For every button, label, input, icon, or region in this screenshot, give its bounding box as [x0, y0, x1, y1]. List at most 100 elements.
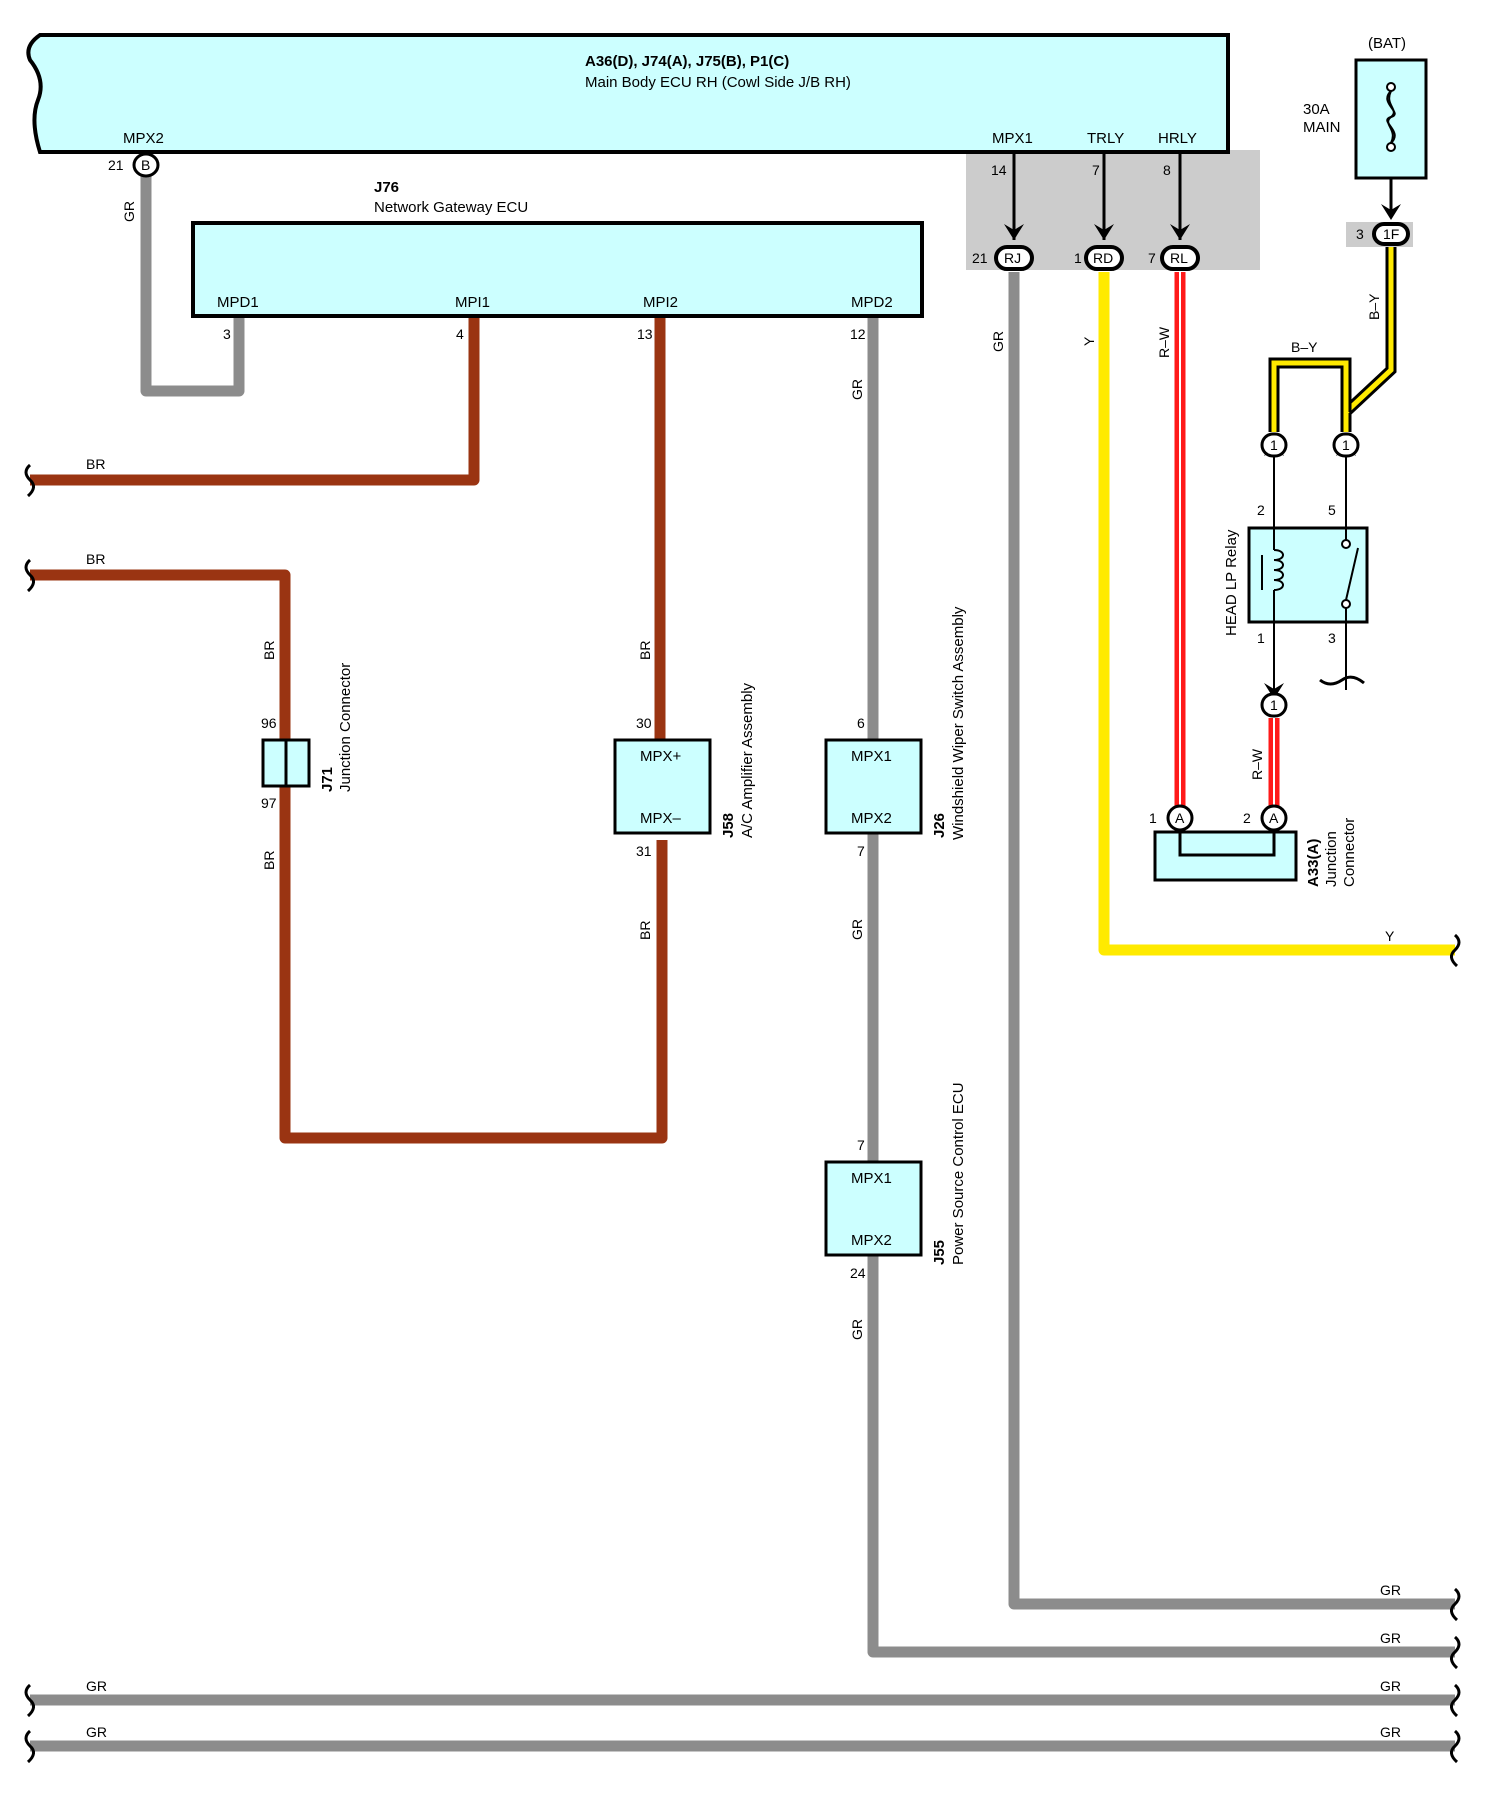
j55-name: Power Source Control ECU	[950, 1082, 967, 1265]
j58-pin-31: 31	[636, 843, 652, 859]
wire-labels: GR BR BR BR BR BR BR GR GR GR GR Y R–W R…	[86, 201, 1401, 1740]
svg-text:A: A	[1175, 810, 1185, 826]
svg-text:1: 1	[1074, 250, 1082, 266]
relay-switch-icon	[1341, 528, 1359, 622]
svg-text:RD: RD	[1093, 250, 1113, 266]
j55-pin-mpx1: MPX1	[851, 1170, 892, 1187]
gateway-pin-mpd2: MPD2	[851, 294, 893, 311]
main-ecu-name: Main Body ECU RH (Cowl Side J/B RH)	[585, 74, 851, 91]
a33-conn-2: A 2	[1243, 804, 1288, 832]
pin-num-14: 14	[991, 162, 1007, 178]
j55-pin-mpx2: MPX2	[851, 1232, 892, 1249]
wire-gr-rj	[1008, 272, 1455, 1610]
svg-text:GR: GR	[1380, 1582, 1401, 1598]
svg-text:R–W: R–W	[1249, 748, 1265, 780]
svg-text:GR: GR	[121, 201, 137, 222]
j58-pin-30: 30	[636, 715, 652, 731]
main-ecu-pin-lines	[1012, 152, 1393, 240]
j58-pin-mpx-minus: MPX–	[640, 810, 682, 827]
svg-text:BR: BR	[261, 641, 277, 660]
a33-code: A33(A)	[1305, 839, 1322, 887]
relay-conn-bottom: 1	[1260, 692, 1288, 718]
svg-text:GR: GR	[990, 331, 1006, 352]
svg-text:1F: 1F	[1383, 226, 1399, 242]
j26-pin-mpx1: MPX1	[851, 748, 892, 765]
svg-text:B: B	[141, 157, 150, 173]
svg-text:RJ: RJ	[1004, 250, 1021, 266]
svg-text:B–Y: B–Y	[1366, 293, 1382, 320]
svg-text:1: 1	[1149, 810, 1157, 826]
wire-br-mpi1	[30, 318, 480, 486]
svg-text:GR: GR	[1380, 1724, 1401, 1740]
j26-pin-7: 7	[857, 843, 865, 859]
j26-name: Windshield Wiper Switch Assembly	[950, 606, 967, 840]
arrow-rl	[1170, 224, 1190, 240]
gr-wires	[30, 168, 1455, 1752]
gateway-pin-mpi2: MPI2	[643, 294, 678, 311]
fuse-name: MAIN	[1303, 119, 1341, 136]
wire-ends	[24, 463, 1461, 1764]
j58-name: A/C Amplifier Assembly	[739, 682, 756, 838]
j55-pin-24: 24	[850, 1265, 866, 1281]
br-wires	[30, 318, 668, 1144]
relay-coil-icon	[1261, 528, 1284, 622]
relay-name: HEAD LP Relay	[1223, 529, 1240, 636]
j55-pin-7: 7	[857, 1137, 865, 1153]
svg-text:1: 1	[1270, 697, 1278, 713]
relay-conn-left: 1	[1260, 432, 1288, 458]
conn-1f: 1F 3	[1356, 222, 1410, 246]
bat-label: (BAT)	[1368, 35, 1406, 52]
main-ecu-pin-mpx2: MPX2	[123, 130, 164, 147]
svg-text:BR: BR	[86, 551, 105, 567]
j58-pin-mpx-plus: MPX+	[640, 748, 682, 765]
relay-pin-2: 2	[1257, 502, 1265, 518]
arrow-rd	[1094, 224, 1114, 240]
conn-rd: RD 1	[1074, 245, 1124, 271]
gateway-pin-num-13: 13	[637, 326, 653, 342]
svg-text:1: 1	[1342, 437, 1350, 453]
j71-pin-97: 97	[261, 795, 277, 811]
wire-end-right-gr1	[1450, 1587, 1461, 1622]
rw-wires	[1174, 272, 1280, 808]
pin-num-21-b: 21	[108, 157, 124, 173]
a33-name-1: Junction	[1323, 831, 1340, 887]
wire-br-j71-loop	[30, 569, 668, 1144]
svg-text:GR: GR	[849, 379, 865, 400]
j71-name: Junction Connector	[337, 663, 354, 792]
svg-text:2: 2	[1243, 810, 1251, 826]
conn-b: B	[132, 152, 160, 178]
wire-end-right-gr2	[1450, 1635, 1461, 1670]
pin-num-7: 7	[1092, 162, 1100, 178]
main-ecu-pin-mpx1: MPX1	[992, 130, 1033, 147]
wire-end-left-br2	[24, 558, 35, 593]
j71-pin-96: 96	[261, 715, 277, 731]
relay-lines	[1273, 456, 1347, 694]
wire-end-left-gr2	[24, 1729, 35, 1764]
j55-box	[824, 1160, 923, 1257]
by-wires	[1268, 247, 1397, 432]
svg-text:1: 1	[1270, 437, 1278, 453]
wire-end-right-gr3	[1450, 1683, 1461, 1718]
wire-gr-mpd2-j26-j55	[867, 318, 1455, 1658]
gateway-pin-mpd1: MPD1	[217, 294, 259, 311]
j26-pin-6: 6	[857, 715, 865, 731]
svg-text:GR: GR	[86, 1678, 107, 1694]
j55-code: J55	[931, 1240, 948, 1265]
fuse-icon	[1386, 82, 1396, 152]
svg-text:BR: BR	[86, 456, 105, 472]
main-ecu-code: A36(D), J74(A), J75(B), P1(C)	[585, 53, 789, 70]
fuse-amp: 30A	[1303, 101, 1330, 118]
gateway-pin-num-3: 3	[223, 326, 231, 342]
wire-end-right-gr4	[1450, 1729, 1461, 1764]
relay-pin-3: 3	[1328, 630, 1336, 646]
svg-text:21: 21	[972, 250, 988, 266]
wire-y-rd	[1098, 272, 1455, 956]
relay-pin-5: 5	[1328, 502, 1336, 518]
svg-text:BR: BR	[637, 641, 653, 660]
svg-text:BR: BR	[637, 921, 653, 940]
j58-box	[613, 738, 712, 835]
relay-pin-1: 1	[1257, 630, 1265, 646]
gateway-pin-num-4: 4	[456, 326, 464, 342]
arrow-rj	[1004, 224, 1024, 240]
